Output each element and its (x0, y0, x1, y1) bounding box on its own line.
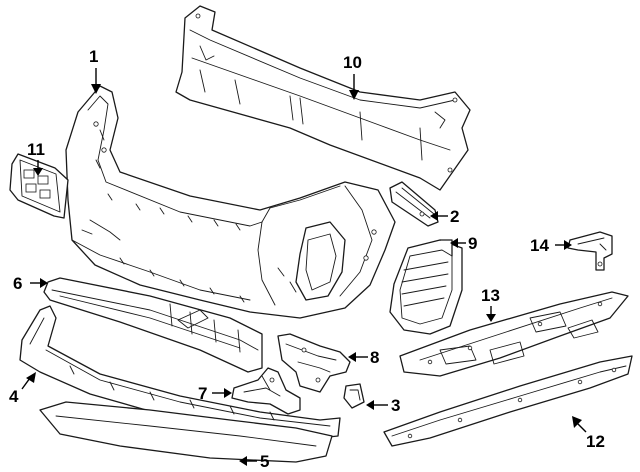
callout-10: 10 (343, 53, 362, 72)
callout-13: 13 (481, 286, 500, 305)
callout-9: 9 (468, 234, 477, 253)
leader-lines (21, 68, 587, 466)
callout-14: 14 (530, 236, 549, 255)
part-2-side-bracket (389, 181, 439, 227)
part-14-bracket (567, 231, 613, 271)
callout-1: 1 (89, 47, 98, 66)
callout-8: 8 (370, 348, 379, 367)
part-8-center-bracket (277, 333, 351, 393)
part-11-license-bracket (9, 153, 69, 219)
callout-7: 7 (198, 384, 207, 403)
callout-12: 12 (586, 432, 605, 451)
part-13-splash-shield (399, 291, 629, 377)
part-6-impact-bar (43, 277, 263, 373)
part-1-bumper-cover (65, 85, 396, 319)
part-5-skid-plate (39, 401, 333, 463)
callout-5: 5 (260, 452, 269, 471)
callout-11: 11 (27, 140, 45, 159)
callout-6: 6 (13, 274, 22, 293)
part-7-lower-bracket (231, 367, 301, 415)
part-10-radiator-support (175, 5, 471, 191)
part-3-clip (343, 383, 365, 409)
part-12-lower-shield (383, 355, 633, 447)
callout-2: 2 (450, 207, 459, 226)
part-9-fog-bezel (389, 239, 463, 335)
callout-3: 3 (391, 396, 400, 415)
callout-4: 4 (9, 387, 19, 406)
